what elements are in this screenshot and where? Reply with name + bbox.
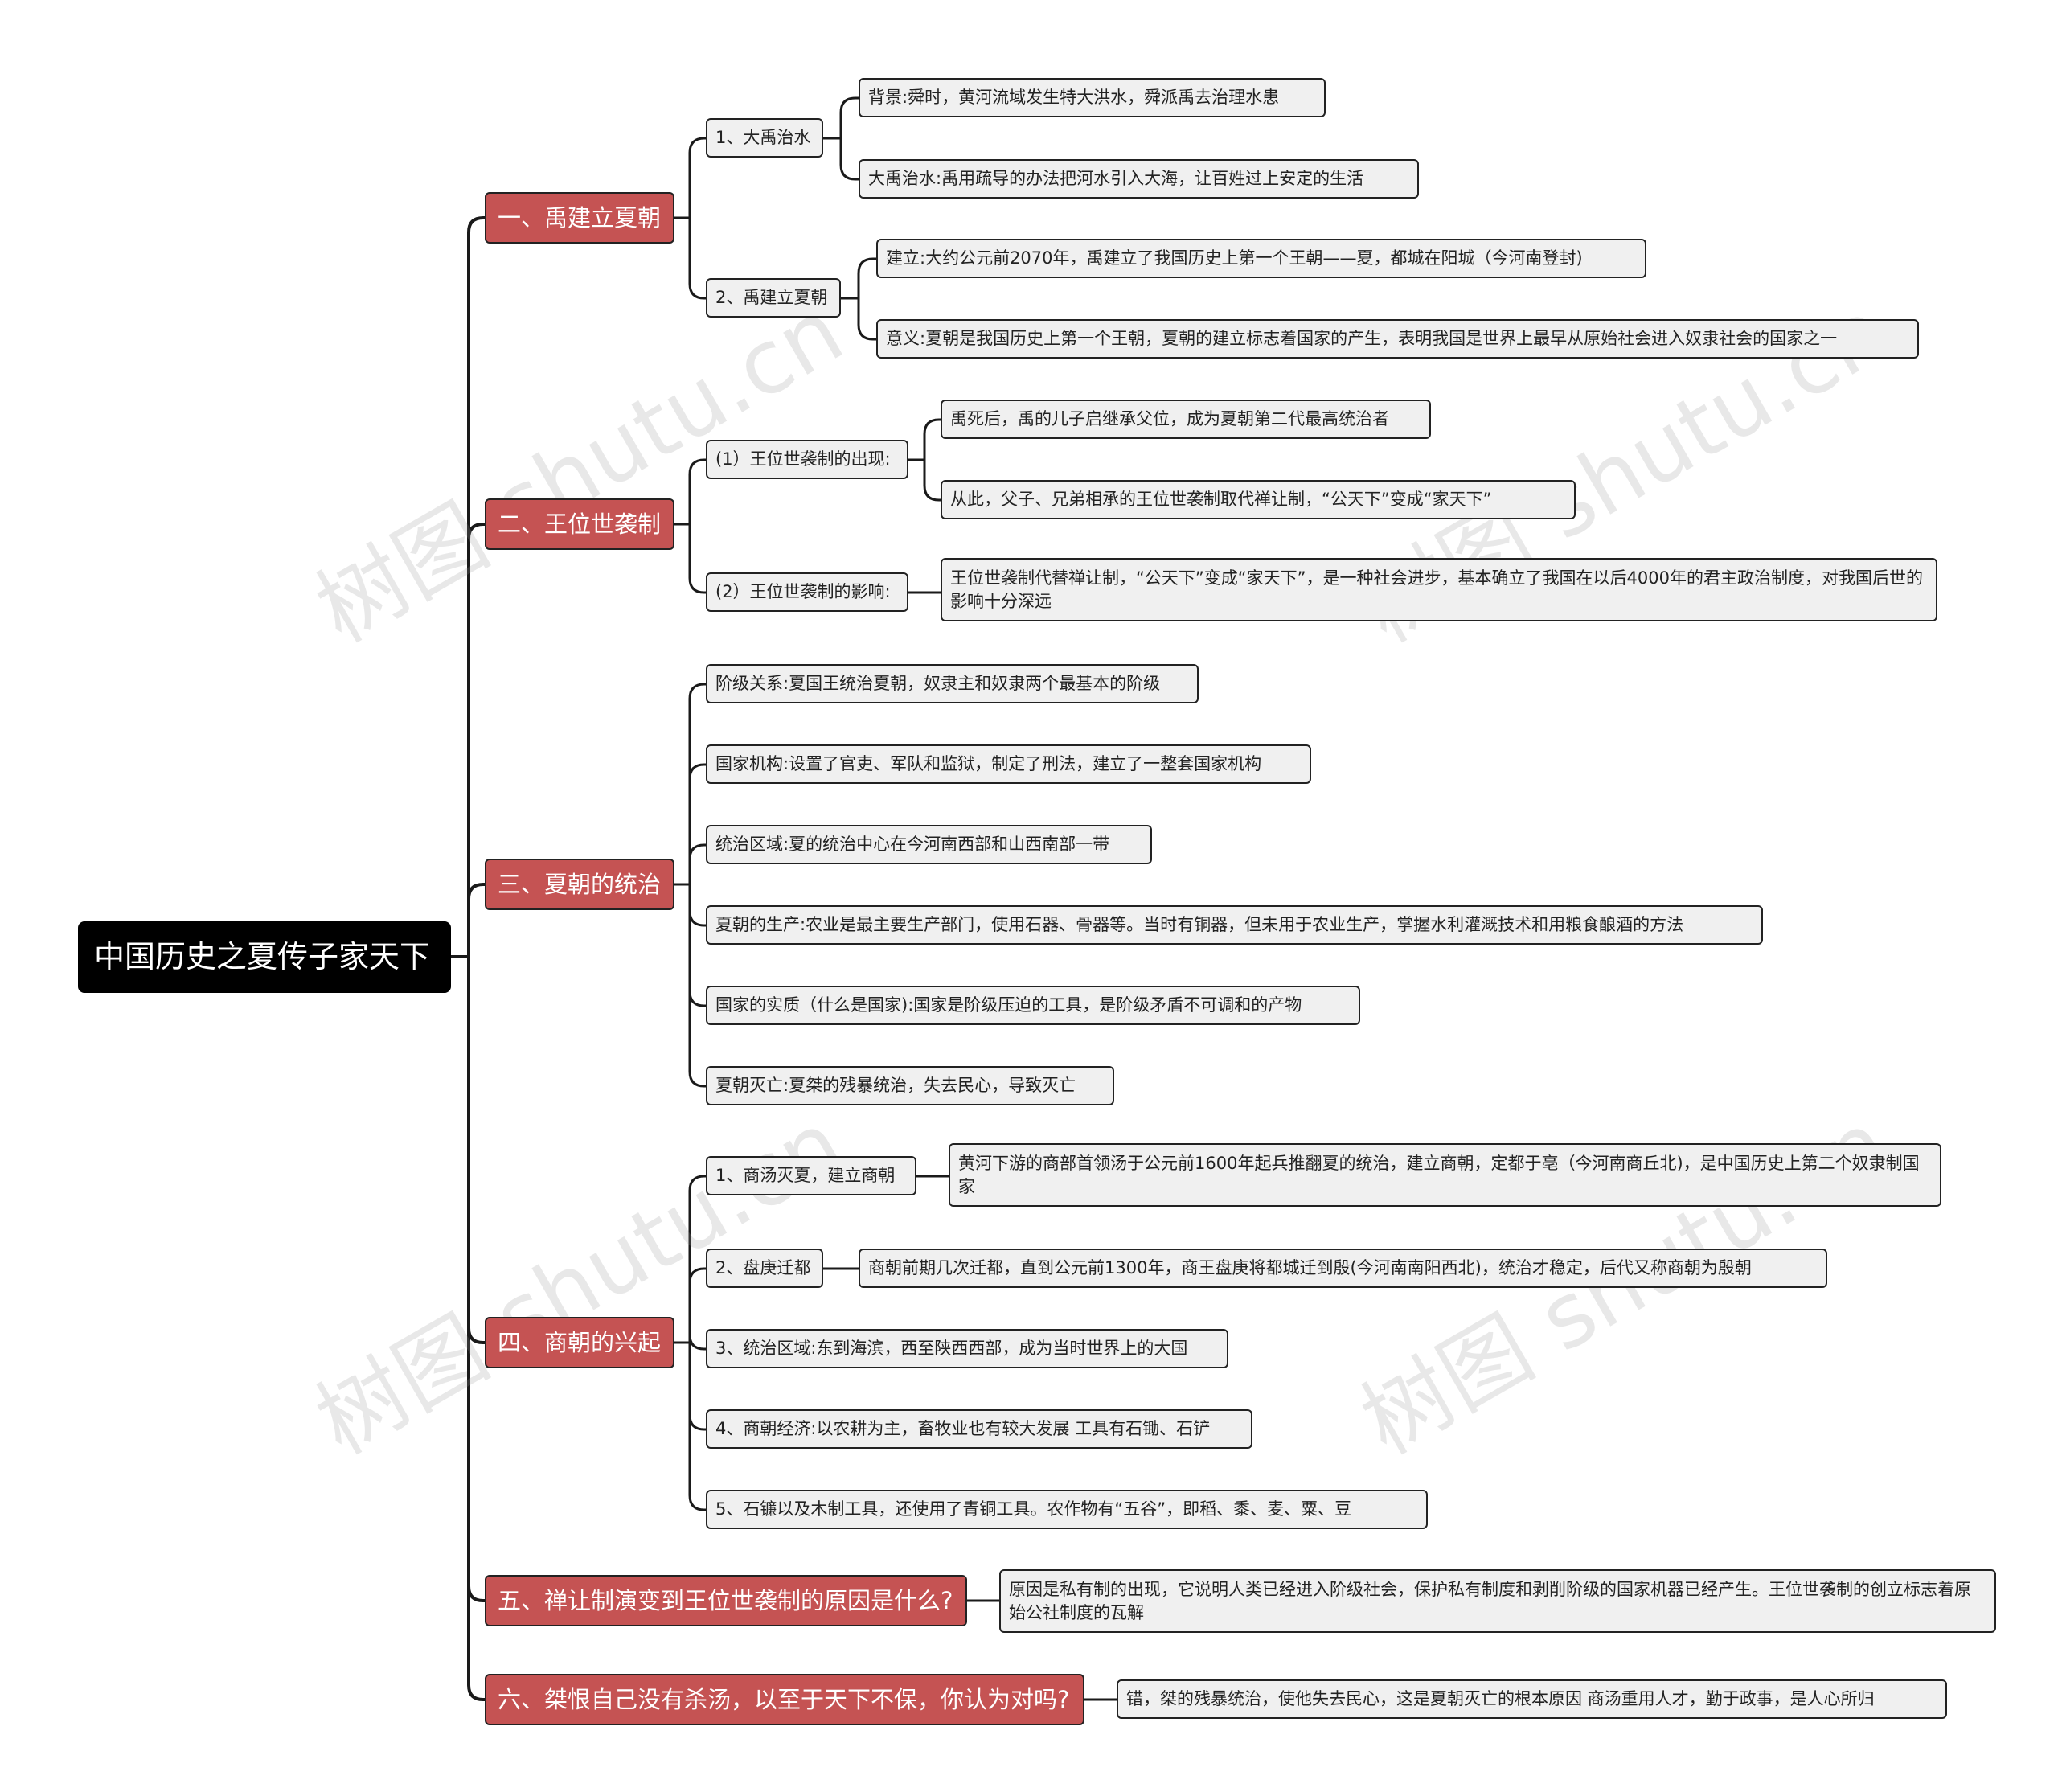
leaf-xia-fall[interactable]: 夏朝灭亡:夏桀的残暴统治，失去民心，导致灭亡	[706, 1066, 1114, 1105]
root-topic[interactable]: 中国历史之夏传子家天下	[78, 921, 451, 993]
branch-question-five[interactable]: 五、禅让制演变到王位世袭制的原因是什么?	[485, 1575, 967, 1626]
sub-shang-founding[interactable]: 1、商汤灭夏，建立商朝	[706, 1156, 916, 1195]
connector-line	[467, 883, 485, 957]
leaf-qi-succession[interactable]: 禹死后，禹的儿子启继承父位，成为夏朝第二代最高统治者	[941, 400, 1431, 439]
leaf-pangeng-move[interactable]: 商朝前期几次迁都，直到公元前1300年，商王盘庚将都城迁到殷(今河南南阳西北)，…	[859, 1249, 1827, 1288]
connector-line	[688, 524, 706, 594]
leaf-ruling-area[interactable]: 统治区域:夏的统治中心在今河南西部和山西南部一带	[706, 825, 1152, 864]
leaf-shang-founding[interactable]: 黄河下游的商部首领汤于公元前1600年起兵推翻夏的统治，建立商朝，定都于亳（今河…	[949, 1143, 1941, 1207]
connector-line	[688, 1343, 706, 1511]
connector-line	[857, 257, 876, 298]
connector-line	[688, 884, 706, 1088]
branch-shang-rise[interactable]: 四、商朝的兴起	[485, 1317, 674, 1368]
leaf-xia-production[interactable]: 夏朝的生产:农业是最主要生产部门，使用石器、骨器等。当时有铜器，但未用于农业生产…	[706, 905, 1763, 945]
leaf-flood-method[interactable]: 大禹治水:禹用疏导的办法把河水引入大海，让百姓过上安定的生活	[859, 159, 1419, 199]
connector-line	[923, 460, 941, 502]
connector-line	[857, 298, 876, 341]
sub-hereditary-impact[interactable]: (2）王位世袭制的影响:	[706, 572, 908, 612]
connector-line	[467, 216, 485, 957]
connector-line	[839, 96, 859, 138]
connector-line	[688, 843, 706, 884]
connector-line	[467, 957, 485, 1701]
leaf-answer-five[interactable]: 原因是私有制的出现，它说明人类已经进入阶级社会，保护私有制度和剥削阶级的国家机器…	[999, 1569, 1996, 1633]
leaf-answer-six[interactable]: 错，桀的残暴统治，使他失去民心，这是夏朝灭亡的根本原因 商汤重用人才，勤于政事，…	[1117, 1679, 1947, 1719]
leaf-hereditary-impact[interactable]: 王位世袭制代替禅让制，“公天下”变成“家天下”，是一种社会进步，基本确立了我国在…	[941, 558, 1937, 621]
sub-hereditary-origin[interactable]: (1）王位世袭制的出现:	[706, 440, 908, 479]
connector-line	[688, 1343, 706, 1431]
leaf-shang-tools[interactable]: 5、石镰以及木制工具，还使用了青铜工具。农作物有“五谷”，即稻、黍、麦、粟、豆	[706, 1490, 1428, 1529]
leaf-class-relations[interactable]: 阶级关系:夏国王统治夏朝，奴隶主和奴隶两个最基本的阶级	[706, 664, 1199, 703]
connector-line	[688, 1334, 706, 1351]
sub-xia-established[interactable]: 2、禹建立夏朝	[706, 278, 841, 318]
leaf-family-rule[interactable]: 从此，父子、兄弟相承的王位世袭制取代禅让制，“公天下”变成“家天下”	[941, 480, 1576, 519]
leaf-xia-establish[interactable]: 建立:大约公元前2070年，禹建立了我国历史上第一个王朝——夏，都城在阳城（今河…	[876, 239, 1646, 278]
branch-xia-founding[interactable]: 一、禹建立夏朝	[485, 192, 674, 244]
connector-line	[688, 683, 706, 884]
connector-line	[688, 218, 706, 300]
leaf-state-apparatus[interactable]: 国家机构:设置了官吏、军队和监狱，制定了刑法，建立了一整套国家机构	[706, 744, 1311, 784]
connector-line	[688, 1267, 706, 1343]
leaf-state-essence[interactable]: 国家的实质（什么是国家):国家是阶级压迫的工具，是阶级矛盾不可调和的产物	[706, 986, 1360, 1025]
connector-line	[688, 1175, 706, 1343]
connector-line	[688, 884, 706, 1007]
connector-line	[467, 523, 485, 957]
connector-line	[467, 957, 485, 1344]
connector-line	[923, 418, 941, 460]
sub-pangeng-move[interactable]: 2、盘庚迁都	[706, 1249, 823, 1288]
branch-question-six[interactable]: 六、桀恨自己没有杀汤，以至于天下不保，你认为对吗?	[485, 1674, 1084, 1725]
leaf-shang-territory[interactable]: 3、统治区域:东到海滨，西至陕西西部，成为当时世界上的大国	[706, 1329, 1228, 1368]
connector-line	[839, 138, 859, 181]
connector-line	[688, 884, 706, 927]
branch-hereditary-throne[interactable]: 二、王位世袭制	[485, 498, 674, 550]
leaf-shang-economy[interactable]: 4、商朝经济:以农耕为主，畜牧业也有较大发展 工具有石锄、石铲	[706, 1409, 1252, 1449]
sub-flood-control[interactable]: 1、大禹治水	[706, 118, 823, 158]
connector-line	[688, 137, 706, 218]
branch-xia-rule[interactable]: 三、夏朝的统治	[485, 859, 674, 910]
connector-line	[467, 957, 485, 1602]
leaf-flood-background[interactable]: 背景:舜时，黄河流域发生特大洪水，舜派禹去治理水患	[859, 78, 1326, 117]
connector-line	[688, 763, 706, 884]
leaf-xia-significance[interactable]: 意义:夏朝是我国历史上第一个王朝，夏朝的建立标志着国家的产生，表明我国是世界上最…	[876, 319, 1919, 359]
connector-line	[688, 458, 706, 524]
